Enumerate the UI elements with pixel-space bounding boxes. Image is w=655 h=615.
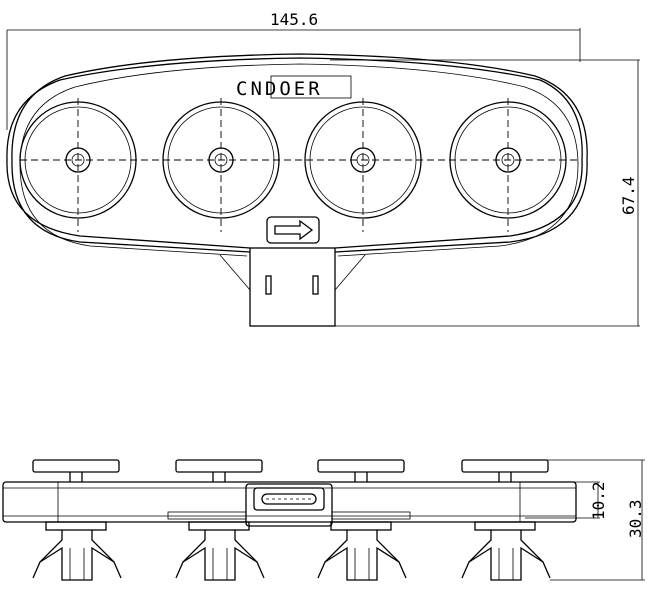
- brand-label: CNDOER: [236, 78, 323, 100]
- side-foot-4: [461, 521, 551, 581]
- foot-circle-1: [19, 101, 137, 219]
- height-dimension-label: 67.4: [619, 176, 638, 215]
- center-lines: [20, 98, 580, 232]
- side-cap-1: [32, 459, 120, 473]
- side-body: [2, 481, 577, 527]
- body-height-dimension: 10.2: [525, 481, 608, 520]
- side-cap-4: [461, 459, 549, 473]
- side-view: 10.2 30.3: [2, 459, 645, 581]
- side-foot-3: [317, 521, 407, 581]
- connector-tab: [249, 247, 336, 327]
- arrow-icon: [266, 216, 320, 244]
- foot-circle-2: [162, 101, 280, 219]
- total-height-label: 30.3: [626, 499, 645, 538]
- width-dimension: 145.6: [6, 10, 581, 130]
- total-height-dimension: 30.3: [465, 459, 645, 581]
- side-cap-2: [175, 459, 263, 473]
- foot-circle-3: [304, 101, 422, 219]
- tab-slot-right: [312, 275, 319, 295]
- body-height-label: 10.2: [589, 481, 608, 520]
- side-cap-3: [317, 459, 405, 473]
- top-view: 145.6 67.4: [6, 10, 640, 327]
- side-foot-2: [175, 521, 265, 581]
- usb-port: [253, 487, 325, 511]
- brand-logo: CNDOER: [236, 75, 352, 100]
- side-foot-1: [32, 521, 122, 581]
- height-dimension: 67.4: [330, 59, 640, 327]
- foot-circle-4: [449, 101, 567, 219]
- usb-housing: [245, 483, 333, 527]
- tab-slot-left: [265, 275, 272, 295]
- width-dimension-label: 145.6: [270, 10, 318, 29]
